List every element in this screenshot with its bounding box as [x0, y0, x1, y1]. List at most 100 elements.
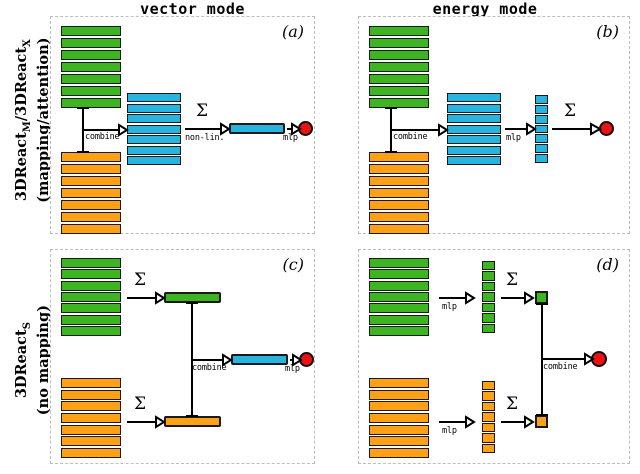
stack-bar: [61, 280, 121, 291]
panel-b-reactant-stack: [369, 26, 429, 108]
panel-c-combine-label: combine: [192, 363, 227, 373]
column-cell: [535, 154, 548, 164]
column-cell: [535, 95, 548, 104]
stack-bar: [369, 401, 429, 412]
panel-b-output-circle: [599, 121, 614, 136]
panel-d-product-scalar-column: [482, 381, 495, 453]
panel-b-mlp-label: mlp: [506, 133, 521, 143]
stack-bar: [369, 175, 429, 187]
stack-bar: [369, 26, 429, 37]
panel-b-product-stack: [369, 152, 429, 234]
stack-bar: [61, 326, 121, 337]
column-cell: [482, 433, 495, 443]
stack-bar: [369, 97, 429, 108]
stack-bar: [61, 447, 121, 458]
column-cell: [482, 292, 495, 302]
column-cell: [535, 144, 548, 154]
panel-c-combined-vector: [231, 354, 288, 365]
stack-bar: [447, 124, 501, 134]
row-label-bottom-text1: 3DReact: [12, 329, 30, 399]
stack-bar: [61, 152, 121, 163]
panel-a-combined-stack: [127, 93, 181, 165]
panel-d-sigma-top: Σ: [506, 270, 519, 290]
column-cell: [482, 271, 495, 281]
panel-c-sigma-bottom: Σ: [134, 394, 147, 414]
stack-bar: [369, 258, 429, 268]
panel-a-product-stack: [61, 152, 121, 234]
row-label-top-sub1: M: [21, 121, 33, 133]
stack-bar: [61, 292, 121, 302]
column-cell: [482, 422, 495, 433]
column-cell: [482, 381, 495, 391]
panel-c-product-stack: [61, 378, 121, 458]
stack-bar: [369, 211, 429, 223]
stack-bar: [61, 37, 121, 49]
column-title-energy-mode: energy mode: [432, 0, 538, 18]
stack-bar: [127, 103, 181, 113]
panel-d-reactant-stack: [369, 258, 429, 337]
panel-a-tag: (a): [281, 22, 304, 41]
stack-bar: [61, 269, 121, 280]
stack-bar: [127, 93, 181, 102]
stack-bar: [61, 389, 121, 400]
panel-d-output-circle: [591, 351, 607, 367]
stack-bar: [369, 187, 429, 199]
stack-bar: [369, 424, 429, 435]
column-cell: [482, 323, 495, 333]
panel-c-tag: (c): [282, 255, 304, 274]
stack-bar: [369, 85, 429, 97]
row-label-top-sub2: X: [21, 39, 33, 47]
stack-bar: [127, 124, 181, 134]
panel-a-sigma: Σ: [196, 101, 209, 121]
stack-bar: [369, 303, 429, 314]
panel-d-reactant-scalar-column: [482, 261, 495, 333]
stack-bar: [369, 152, 429, 163]
stack-bar: [61, 314, 121, 325]
panel-b-sigma: Σ: [564, 101, 577, 121]
panel-a-pooled-vector: [229, 123, 285, 134]
stack-bar: [127, 135, 181, 144]
panel-c-pooled-product-vector: [164, 416, 221, 427]
row-label-top-line1: 3DReactM/3DReactX: [13, 15, 35, 225]
stack-bar: [369, 199, 429, 211]
stack-bar: [369, 436, 429, 447]
stack-bar: [127, 156, 181, 165]
row-label-bottom-sub1: S: [21, 322, 33, 330]
stack-bar: [61, 401, 121, 412]
stack-bar: [61, 73, 121, 85]
panel-c-reactant-stack: [61, 258, 121, 337]
stack-bar: [61, 258, 121, 268]
column-cell: [535, 134, 548, 144]
panel-d-sigma-bottom: Σ: [506, 394, 519, 414]
stack-bar: [369, 61, 429, 73]
stack-bar: [61, 436, 121, 447]
stack-bar: [369, 314, 429, 325]
stack-bar: [61, 211, 121, 223]
stack-bar: [61, 424, 121, 435]
column-cell: [482, 443, 495, 453]
stack-bar: [369, 292, 429, 302]
row-label-bottom-line1: 3DReactS: [13, 265, 35, 455]
stack-bar: [369, 447, 429, 458]
panel-d-product-scalar: [535, 415, 548, 428]
stack-bar: [127, 114, 181, 123]
stack-bar: [369, 389, 429, 400]
stack-bar: [61, 412, 121, 424]
row-label-top-text2: /3DReact: [12, 46, 30, 122]
column-cell: [482, 412, 495, 422]
panel-c-pooled-reactant-vector: [164, 292, 221, 303]
stack-bar: [447, 145, 501, 155]
row-label-3dreact-mapping: 3DReactM/3DReactX (mapping/attention): [13, 15, 53, 225]
panel-c: (c): [50, 249, 315, 464]
stack-bar: [61, 163, 121, 175]
stack-bar: [61, 26, 121, 37]
stack-bar: [369, 163, 429, 175]
panel-a: (a): [50, 16, 315, 234]
column-cell: [482, 401, 495, 412]
stack-bar: [61, 85, 121, 97]
stack-bar: [369, 280, 429, 291]
panel-b-combined-stack: [447, 93, 501, 165]
column-cell: [482, 302, 495, 313]
panel-c-output-circle: [299, 352, 314, 367]
